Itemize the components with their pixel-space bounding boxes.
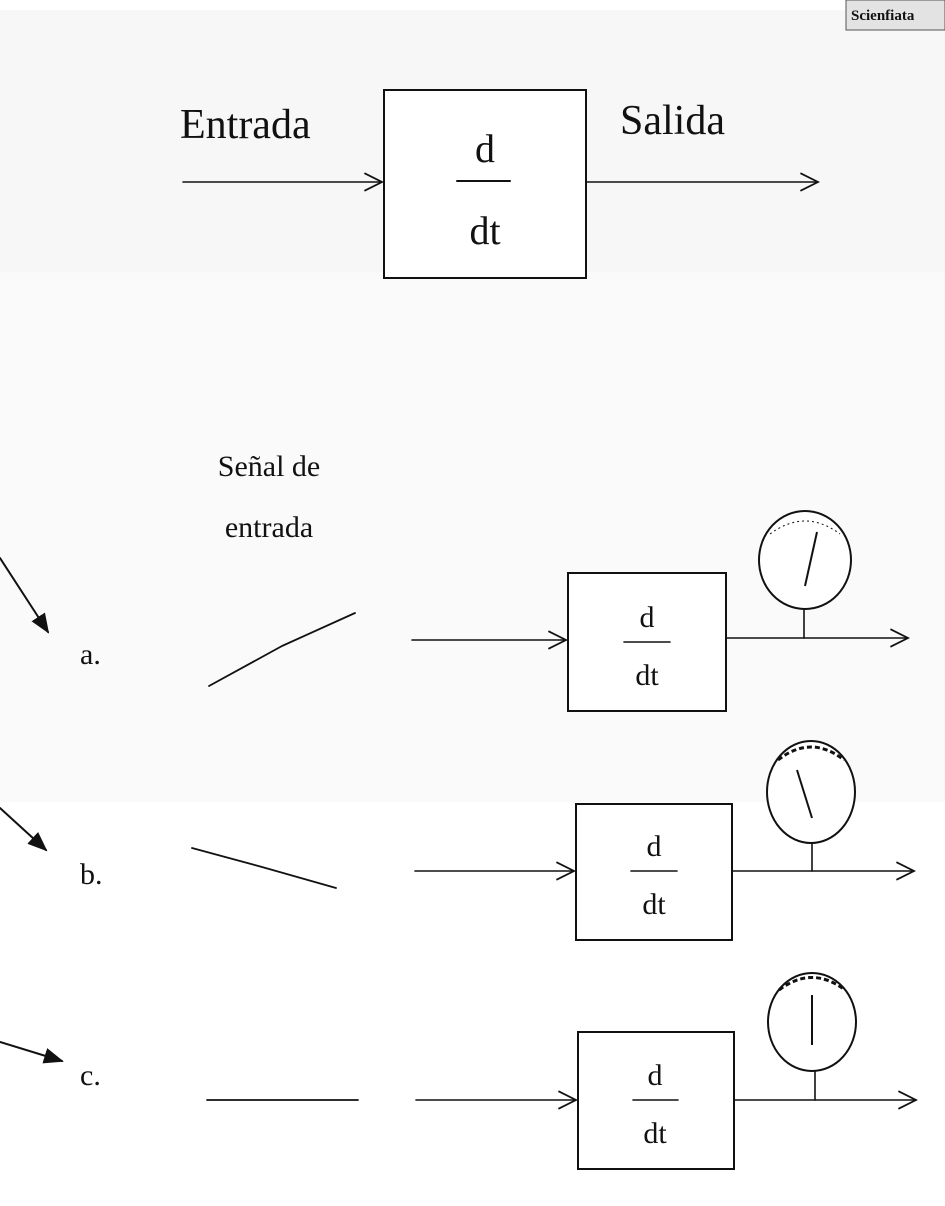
meter-gauge-a [758,510,852,610]
row-a-label: a. [80,638,101,671]
pointer-arrow-a [0,557,50,634]
meter-gauge-c [767,972,857,1072]
meter-gauge-b [766,740,856,844]
block-c-denominator: dt [643,1117,667,1150]
main-block-diagram: Entrada Salida d dt [180,89,820,279]
block-a-denominator: dt [635,659,659,692]
derivative-block [383,89,587,279]
derivative-block-b [575,803,733,941]
output-label: Salida [620,98,725,144]
row-a: a. d dt [0,510,910,712]
block-numerator: d [475,126,495,171]
pointer-arrow-b [0,807,48,852]
block-b-numerator: d [647,830,662,863]
row-b: b. d dt [0,740,916,941]
row-c: c. d dt [0,972,918,1170]
row-b-label: b. [80,858,103,891]
signal-header-line1: Señal de [218,450,320,483]
input-signal-ramp-up [208,612,356,687]
pointer-arrow-c [0,1041,64,1064]
logo-text: Scienfiata [851,8,915,24]
signal-header-line2: entrada [225,511,313,544]
block-b-denominator: dt [642,888,666,921]
input-label: Entrada [180,102,311,148]
block-c-numerator: d [648,1059,663,1092]
row-c-label: c. [80,1059,101,1092]
block-denominator: dt [469,208,500,253]
block-a-numerator: d [640,601,655,634]
logo: Scienfiata [845,0,945,31]
input-signal-ramp-down [191,847,337,889]
